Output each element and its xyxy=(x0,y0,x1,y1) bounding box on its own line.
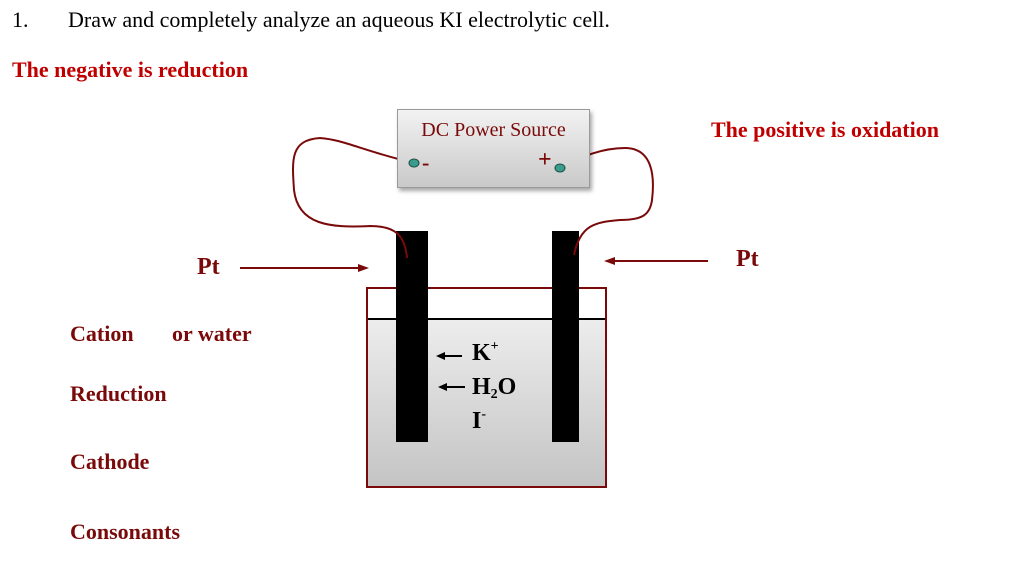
left-wire xyxy=(292,136,415,259)
dc-power-source: DC Power Source - + xyxy=(397,109,590,188)
or-water-label: or water xyxy=(172,321,252,346)
question-number: 1. xyxy=(12,7,29,32)
i-charge: - xyxy=(481,407,487,422)
right-wire xyxy=(559,146,654,256)
cathode-label: Cathode xyxy=(70,449,150,474)
reduction-label: Reduction xyxy=(70,381,167,406)
negative-terminal xyxy=(408,158,420,168)
beaker-outline xyxy=(366,287,607,488)
right-electrode xyxy=(552,231,579,442)
k-symbol: K xyxy=(472,340,491,366)
h2o-subscript: 2 xyxy=(490,387,498,402)
right-pt-arrowhead xyxy=(604,257,615,265)
potassium-ion: K+ xyxy=(472,340,499,367)
left-electrode xyxy=(396,231,428,442)
negative-terminal-label: - xyxy=(422,150,430,175)
cation-label: Cation xyxy=(70,321,134,346)
k-ion-arrowhead xyxy=(436,352,445,360)
consonants-label: Consonants xyxy=(70,519,181,544)
positive-terminal-label: + xyxy=(538,147,552,173)
positive-terminal xyxy=(554,163,566,173)
power-source-title: DC Power Source xyxy=(421,119,566,141)
iodide-ion: I- xyxy=(472,408,486,435)
left-pt-arrowhead xyxy=(358,264,369,272)
question-text: Draw and completely analyze an aqueous K… xyxy=(68,7,610,32)
right-pt-label: Pt xyxy=(736,246,759,272)
left-pt-label: Pt xyxy=(197,254,220,280)
i-symbol: I xyxy=(472,408,482,434)
positive-oxidation-label: The positive is oxidation xyxy=(711,117,939,142)
h-symbol: H xyxy=(472,374,491,400)
k-charge: + xyxy=(490,339,499,354)
negative-reduction-label: The negative is reduction xyxy=(12,57,249,82)
h2o-arrowhead xyxy=(438,383,447,391)
water-molecule: H2O xyxy=(472,374,517,402)
o-symbol: O xyxy=(497,374,517,400)
